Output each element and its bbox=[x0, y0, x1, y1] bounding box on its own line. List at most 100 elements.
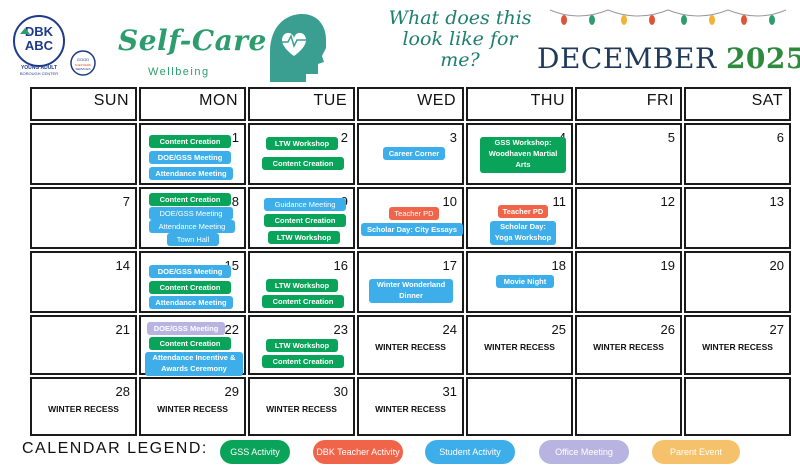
event-chip[interactable]: DOE/GSS Meeting bbox=[149, 151, 231, 164]
event-chip[interactable]: Content Creation bbox=[149, 337, 231, 350]
day-number: 5 bbox=[667, 130, 675, 145]
event-chip[interactable]: DOE/GSS Meeting bbox=[149, 207, 233, 220]
event-chip[interactable]: Content Creation bbox=[262, 355, 344, 368]
day-cell[interactable]: 20 bbox=[684, 251, 791, 313]
event-chip[interactable]: Attendance Incentive & Awards Ceremony bbox=[145, 352, 243, 376]
day-cell[interactable]: 11 Teacher PD Scholar Day: Yoga Workshop bbox=[466, 187, 573, 249]
event-chip[interactable]: LTW Workshop bbox=[266, 279, 338, 292]
day-number: 31 bbox=[442, 384, 457, 399]
weekday-header: THU bbox=[466, 87, 573, 121]
event-chip[interactable]: Attendance Meeting bbox=[149, 220, 235, 233]
dbk-abc-logo: DBK ABC YOUNG ADULT BOROUGH CENTER bbox=[13, 15, 65, 76]
day-number: 21 bbox=[115, 322, 130, 337]
svg-text:SHEPHERD: SHEPHERD bbox=[75, 63, 93, 67]
winter-recess-label: WINTER RECESS bbox=[702, 342, 773, 352]
day-cell[interactable]: 4 GSS Workshop: Woodhaven Martial Arts bbox=[466, 123, 573, 185]
day-cell[interactable]: 29 WINTER RECESS bbox=[139, 377, 246, 436]
day-cell[interactable]: 12 bbox=[575, 187, 682, 249]
page-subtitle: Wellbeing bbox=[148, 66, 210, 78]
day-cell[interactable]: 16 LTW Workshop Content Creation bbox=[248, 251, 355, 313]
day-cell[interactable]: 10 Teacher PD Scholar Day: City Essays bbox=[357, 187, 464, 249]
day-cell[interactable]: 14 bbox=[30, 251, 137, 313]
weekday-header: FRI bbox=[575, 87, 682, 121]
day-cell[interactable]: 23 LTW Workshop Content Creation bbox=[248, 315, 355, 375]
event-chip[interactable]: Attendance Meeting bbox=[149, 296, 233, 309]
event-chip[interactable]: Content Creation bbox=[149, 135, 231, 148]
day-cell[interactable]: 25 WINTER RECESS bbox=[466, 315, 573, 375]
event-chip[interactable]: Movie Night bbox=[496, 275, 554, 288]
day-cell[interactable]: 19 bbox=[575, 251, 682, 313]
day-cell[interactable]: 5 bbox=[575, 123, 682, 185]
day-number: 11 bbox=[552, 194, 567, 209]
day-cell[interactable]: 31 WINTER RECESS bbox=[357, 377, 464, 436]
day-cell-empty bbox=[575, 377, 682, 436]
event-chip[interactable]: Scholar Day: Yoga Workshop bbox=[490, 221, 556, 245]
event-chip[interactable]: LTW Workshop bbox=[268, 231, 340, 244]
event-chip[interactable]: DOE/GSS Meeting bbox=[147, 322, 225, 335]
event-chip[interactable]: Teacher PD bbox=[498, 205, 548, 218]
day-cell[interactable]: 3 Career Corner bbox=[357, 123, 464, 185]
day-number: 25 bbox=[551, 322, 566, 337]
day-number: 3 bbox=[449, 130, 457, 145]
day-cell[interactable]: 22 DOE/GSS Meeting Content Creation Atte… bbox=[139, 315, 246, 376]
day-cell[interactable]: 26 WINTER RECESS bbox=[575, 315, 682, 375]
day-number: 17 bbox=[442, 258, 457, 273]
day-cell[interactable]: 1 Content Creation DOE/GSS Meeting Atten… bbox=[139, 123, 246, 185]
event-chip[interactable]: Content Creation bbox=[149, 193, 231, 206]
event-chip[interactable]: LTW Workshop bbox=[266, 339, 338, 352]
event-chip[interactable]: Guidance Meeting bbox=[264, 198, 346, 211]
weekday-header: SAT bbox=[684, 87, 791, 121]
weekday-header: MON bbox=[139, 87, 246, 121]
event-chip[interactable]: Content Creation bbox=[264, 214, 346, 227]
event-chip[interactable]: Attendance Meeting bbox=[149, 167, 233, 180]
day-number: 18 bbox=[551, 258, 566, 273]
event-chip[interactable]: Content Creation bbox=[262, 295, 344, 308]
day-cell-empty bbox=[466, 377, 573, 436]
day-number: 13 bbox=[769, 194, 784, 209]
event-chip[interactable]: Career Corner bbox=[383, 147, 445, 160]
event-chip[interactable]: Content Creation bbox=[262, 157, 344, 170]
winter-recess-label: WINTER RECESS bbox=[48, 404, 119, 414]
day-cell[interactable]: 2 LTW Workshop Content Creation bbox=[248, 123, 355, 185]
day-number: 22 bbox=[224, 322, 239, 337]
day-cell[interactable]: 13 bbox=[684, 187, 791, 249]
legend-gss-activity: GSS Activity bbox=[220, 440, 290, 464]
mind-heart-icon bbox=[270, 14, 326, 82]
day-cell[interactable]: 21 bbox=[30, 315, 137, 375]
day-number: 16 bbox=[333, 258, 348, 273]
day-number: 14 bbox=[115, 258, 130, 273]
day-cell[interactable]: 8 Content Creation DOE/GSS Meeting Atten… bbox=[139, 187, 246, 249]
event-chip[interactable]: Winter Wonderland Dinner bbox=[369, 279, 453, 303]
day-cell[interactable]: 7 bbox=[30, 187, 137, 249]
event-chip[interactable]: DOE/GSS Meeting bbox=[149, 265, 231, 278]
event-chip[interactable]: GSS Workshop: Woodhaven Martial Arts bbox=[480, 137, 566, 173]
day-number: 6 bbox=[776, 130, 784, 145]
day-cell[interactable]: 27 WINTER RECESS bbox=[684, 315, 791, 375]
day-number: 2 bbox=[340, 130, 348, 145]
winter-recess-label: WINTER RECESS bbox=[375, 342, 446, 352]
day-number: 26 bbox=[660, 322, 675, 337]
event-chip[interactable]: Scholar Day: City Essays bbox=[361, 223, 463, 236]
day-cell[interactable]: 9 Guidance Meeting Content Creation LTW … bbox=[248, 187, 355, 249]
weekday-header: TUE bbox=[248, 87, 355, 121]
day-cell[interactable]: 15 DOE/GSS Meeting Content Creation Atte… bbox=[139, 251, 246, 313]
day-number: 20 bbox=[769, 258, 784, 273]
weekday-header: WED bbox=[357, 87, 464, 121]
event-chip[interactable]: Content Creation bbox=[149, 281, 231, 294]
svg-text:GOOD: GOOD bbox=[77, 57, 89, 62]
string-lights-decoration bbox=[549, 9, 787, 25]
day-cell[interactable]: 24 WINTER RECESS bbox=[357, 315, 464, 375]
day-number: 8 bbox=[231, 194, 239, 209]
event-chip[interactable]: Teacher PD bbox=[389, 207, 439, 220]
svg-text:SERVICES: SERVICES bbox=[75, 67, 90, 71]
event-chip[interactable]: Town Hall bbox=[167, 233, 219, 246]
day-cell[interactable]: 17 Winter Wonderland Dinner bbox=[357, 251, 464, 313]
winter-recess-label: WINTER RECESS bbox=[266, 404, 337, 414]
day-cell[interactable]: 28 WINTER RECESS bbox=[30, 377, 137, 436]
event-chip[interactable]: LTW Workshop bbox=[266, 137, 338, 150]
day-cell[interactable]: 6 bbox=[684, 123, 791, 185]
svg-text:YOUNG ADULT: YOUNG ADULT bbox=[21, 65, 57, 71]
day-cell[interactable]: 18 Movie Night bbox=[466, 251, 573, 313]
day-cell[interactable]: 30 WINTER RECESS bbox=[248, 377, 355, 436]
legend-teacher-activity: DBK Teacher Activity bbox=[313, 440, 403, 464]
